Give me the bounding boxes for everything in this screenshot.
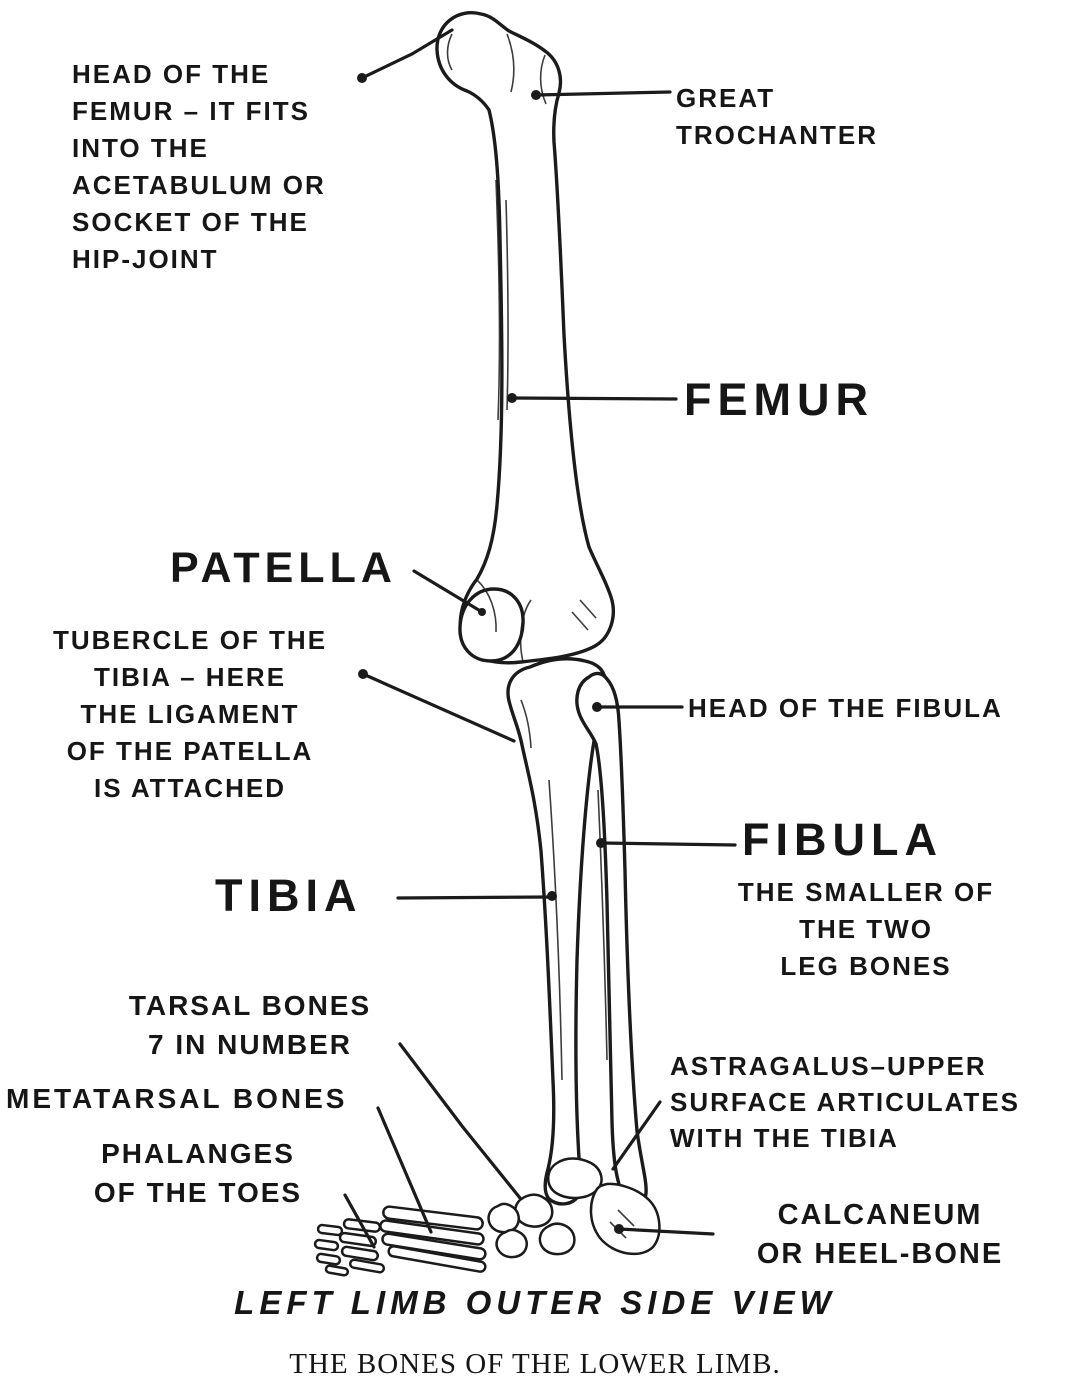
tarsal-bone [538,1222,576,1256]
talus-bone [547,1157,603,1200]
label-femur: FEMUR [684,374,874,425]
label-calcaneum: CALCANEUM OR HEEL-BONE [756,1199,1004,1270]
leader-astragalus [611,1100,662,1171]
leader-metatarsal [376,1106,433,1234]
patella-bone [458,587,525,663]
phalanx-bone [348,1258,386,1274]
leader-patella [412,569,484,614]
leader-great-trochanter [534,90,672,97]
leader-tarsal [398,1042,522,1200]
calcaneus-bone [589,1182,661,1256]
label-phalanges: PHALANGES OF THE TOES [93,1138,303,1208]
leader-tubercle [361,672,516,743]
phalanx-bone [313,1238,340,1252]
phalanx-bone [316,1223,344,1237]
phalanx-bone [315,1252,342,1266]
leader-phalanges [343,1193,376,1249]
label-tarsal-bones: TARSAL BONES 7 IN NUMBER [128,990,372,1060]
tarsal-bone [514,1193,554,1228]
label-head-of-fibula: HEAD OF THE FIBULA [688,693,1003,723]
view-caption: LEFT LIMB OUTER SIDE VIEW [234,1284,836,1321]
leader-fibula [599,841,737,847]
label-tubercle-of-tibia: TUBERCLE OF THE TIBIA – HERE THE LIGAMEN… [52,625,328,803]
leader-head-of-femur [360,28,454,80]
tarsal-bone [495,1228,528,1259]
phalanx-bone [340,1245,380,1262]
leader-calcaneum [617,1227,715,1236]
leader-tibia [396,895,552,900]
metatarsal-bone [387,1245,487,1273]
label-metatarsal-bones: METATARSAL BONES [6,1083,348,1114]
bone-shading [446,33,635,1239]
metatarsal-bone [381,1232,487,1261]
label-astragalus: ASTRAGALUS–UPPER SURFACE ARTICULATES WIT… [670,1051,1020,1153]
metatarsal-bone [382,1205,484,1231]
leader-femur [510,396,678,401]
label-tibia: TIBIA [215,870,363,921]
femur-bone [435,11,615,665]
tarsal-bone [487,1202,520,1234]
label-fibula-note: THE SMALLER OF THE TWO LEG BONES [737,877,995,981]
label-great-trochanter: GREAT TROCHANTER [676,83,878,150]
label-patella: PATELLA [170,544,397,592]
leader-dots [357,73,624,1234]
figure-title: THE BONES OF THE LOWER LIMB. [289,1348,781,1380]
label-head-of-femur: HEAD OF THE FEMUR – IT FITS INTO THE ACE… [72,59,326,274]
label-fibula: FIBULA [742,814,943,865]
phalanx-bone [324,1264,350,1277]
